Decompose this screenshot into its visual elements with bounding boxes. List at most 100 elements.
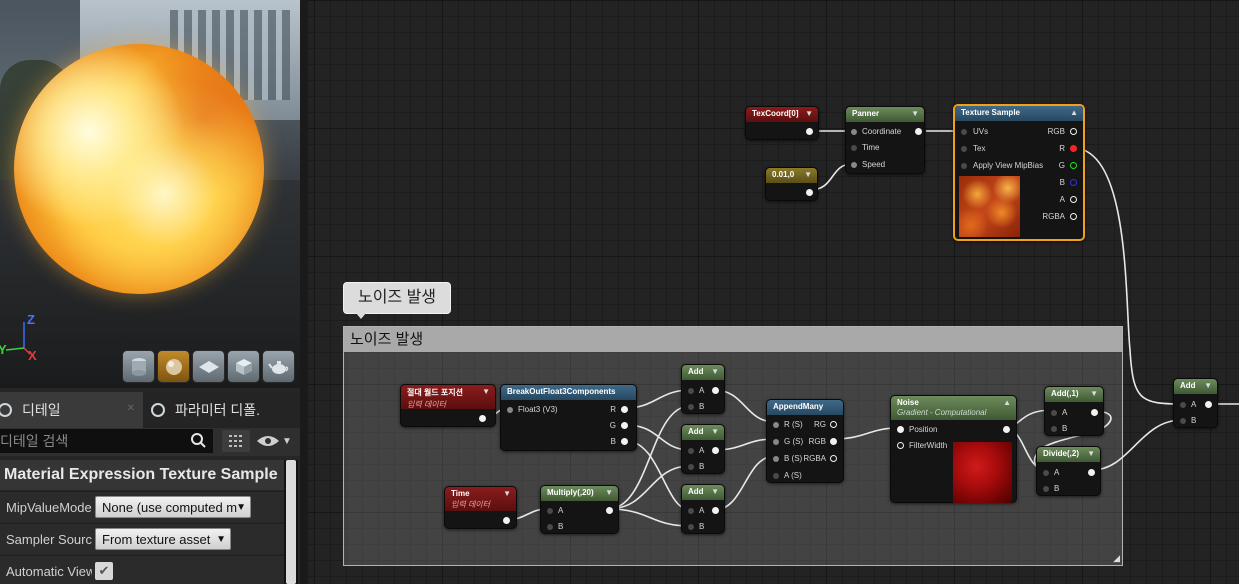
output-pin-icon[interactable]: [830, 438, 837, 445]
chevron-down-icon[interactable]: ▼: [1090, 389, 1098, 398]
section-header[interactable]: Material Expression Texture Sample: [0, 460, 290, 490]
output-pin-icon[interactable]: [1205, 401, 1212, 408]
chevron-down-icon[interactable]: ▼: [911, 109, 919, 118]
input-pin-icon[interactable]: [1180, 418, 1186, 424]
cylinder-button[interactable]: [122, 350, 155, 383]
node-breakout-float3[interactable]: BreakOutFloat3Components Float3 (V3) R G…: [500, 384, 637, 451]
output-pin-icon[interactable]: [712, 447, 719, 454]
output-pin-icon[interactable]: [830, 455, 837, 462]
input-pin-icon[interactable]: [688, 524, 694, 530]
mip-value-mode-combo[interactable]: None (use computed m ▼: [95, 496, 251, 518]
details-search-input[interactable]: [0, 429, 213, 453]
output-pin-icon[interactable]: [621, 406, 628, 413]
node-texcoord[interactable]: TexCoord[0]▼: [745, 106, 819, 140]
input-pin-icon[interactable]: [688, 464, 694, 470]
output-pin-icon[interactable]: [1070, 128, 1077, 135]
input-pin-icon[interactable]: [773, 456, 779, 462]
input-pin-icon[interactable]: [1051, 410, 1057, 416]
sampler-source-combo[interactable]: From texture asset ▼: [95, 528, 231, 550]
output-pin-icon[interactable]: [712, 507, 719, 514]
tab-parameter-defaults[interactable]: 파라미터 디폴.: [143, 392, 300, 428]
output-pin-icon[interactable]: [1070, 213, 1077, 220]
visibility-filter-button[interactable]: ▼: [256, 430, 296, 452]
node-add-2[interactable]: Add▼ A B: [681, 424, 725, 474]
chevron-down-icon[interactable]: ▼: [711, 427, 719, 436]
chevron-up-icon[interactable]: ▲: [1003, 398, 1011, 407]
output-pin-icon[interactable]: [606, 507, 613, 514]
input-pin-icon[interactable]: [897, 442, 904, 449]
input-pin-icon[interactable]: [1043, 486, 1049, 492]
automatic-view-checkbox[interactable]: ✔: [95, 562, 113, 580]
output-pin-icon[interactable]: [1091, 409, 1098, 416]
chevron-down-icon[interactable]: ▼: [1204, 381, 1212, 390]
input-pin-icon[interactable]: [851, 129, 857, 135]
tab-details[interactable]: 디테일 ✕: [0, 392, 143, 428]
comment-bubble[interactable]: 노이즈 발생: [343, 282, 451, 319]
chevron-down-icon[interactable]: ▼: [1087, 449, 1095, 458]
output-pin-icon[interactable]: [806, 128, 813, 135]
input-pin-icon[interactable]: [547, 524, 553, 530]
output-pin-icon[interactable]: [1070, 162, 1077, 169]
sphere-button[interactable]: [157, 350, 190, 383]
chevron-down-icon[interactable]: ▼: [482, 387, 490, 396]
chevron-up-icon[interactable]: ▲: [1070, 108, 1078, 117]
output-pin-icon[interactable]: [1088, 469, 1095, 476]
node-texture-sample[interactable]: Texture Sample▲ UVs Tex Apply View MipBi…: [953, 104, 1085, 241]
output-pin-icon[interactable]: [830, 421, 837, 428]
input-pin-icon[interactable]: [961, 163, 967, 169]
input-pin-icon[interactable]: [773, 473, 779, 479]
input-pin-icon[interactable]: [1043, 470, 1049, 476]
node-add-1[interactable]: Add▼ A B: [681, 364, 725, 414]
chevron-down-icon[interactable]: ▼: [503, 489, 511, 498]
input-pin-icon[interactable]: [688, 388, 694, 394]
resize-handle-icon[interactable]: ◢: [1113, 553, 1120, 563]
node-multiply[interactable]: Multiply(,20)▼ A B: [540, 485, 619, 534]
output-pin-icon[interactable]: [503, 517, 510, 524]
output-pin-icon[interactable]: [621, 438, 628, 445]
plane-button[interactable]: [192, 350, 225, 383]
output-pin-icon[interactable]: [1003, 426, 1010, 433]
output-pin-icon[interactable]: [621, 422, 628, 429]
node-divide-const-2[interactable]: Divide(,2)▼ A B: [1036, 446, 1101, 496]
chevron-down-icon[interactable]: ▼: [711, 487, 719, 496]
node-add-final[interactable]: Add▼ A B: [1173, 378, 1218, 428]
chevron-down-icon[interactable]: ▼: [804, 170, 812, 179]
input-pin-icon[interactable]: [851, 162, 857, 168]
property-matrix-button[interactable]: [222, 430, 250, 452]
close-tab-icon[interactable]: ✕: [126, 403, 135, 414]
node-add-3[interactable]: Add▼ A B: [681, 484, 725, 534]
input-pin-icon[interactable]: [688, 404, 694, 410]
input-pin-icon[interactable]: [547, 508, 553, 514]
input-pin-icon[interactable]: [773, 439, 779, 445]
input-pin-icon[interactable]: [1051, 426, 1057, 432]
node-append-many[interactable]: AppendMany R (S) G (S) B (S) A (S) RG RG…: [766, 399, 844, 483]
preview-viewport[interactable]: Z Y X: [0, 0, 300, 388]
output-pin-icon[interactable]: [1070, 179, 1077, 186]
output-pin-icon[interactable]: [479, 415, 486, 422]
input-pin-icon[interactable]: [1180, 402, 1186, 408]
output-pin-icon[interactable]: [806, 189, 813, 196]
input-pin-icon[interactable]: [773, 422, 779, 428]
input-pin-icon[interactable]: [961, 146, 967, 152]
details-scrollbar[interactable]: [284, 460, 298, 584]
scrollbar-thumb[interactable]: [286, 460, 296, 584]
node-panner[interactable]: Panner▼ Coordinate Time Speed: [845, 106, 925, 174]
chevron-down-icon[interactable]: ▼: [605, 488, 613, 497]
output-pin-icon[interactable]: [1070, 145, 1077, 152]
chevron-down-icon[interactable]: ▼: [711, 367, 719, 376]
input-pin-icon[interactable]: [897, 426, 904, 433]
input-pin-icon[interactable]: [851, 145, 857, 151]
cube-button[interactable]: [227, 350, 260, 383]
search-icon[interactable]: [190, 432, 206, 448]
node-constant2vector[interactable]: 0.01,0▼: [765, 167, 818, 201]
input-pin-icon[interactable]: [688, 508, 694, 514]
output-pin-icon[interactable]: [712, 387, 719, 394]
input-pin-icon[interactable]: [961, 129, 967, 135]
input-pin-icon[interactable]: [507, 407, 513, 413]
comment-title[interactable]: 노이즈 발생: [344, 327, 1122, 352]
output-pin-icon[interactable]: [915, 128, 922, 135]
chevron-down-icon[interactable]: ▼: [805, 109, 813, 118]
